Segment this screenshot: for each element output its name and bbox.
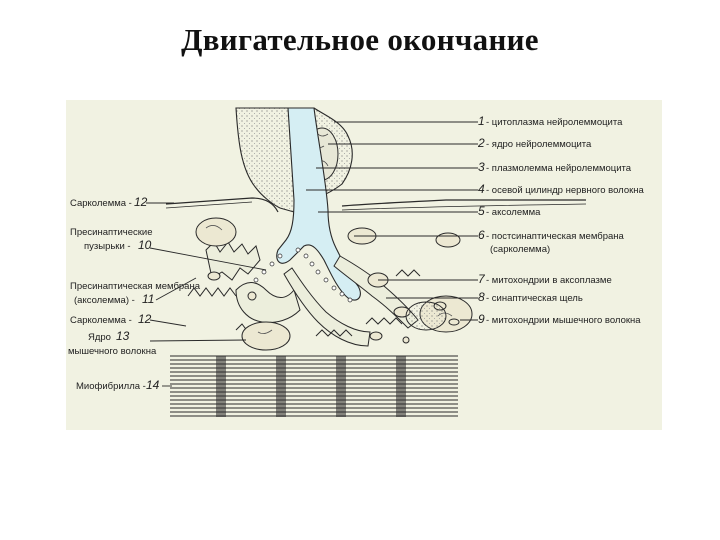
page-title: Двигательное окончание	[181, 22, 539, 57]
myofibril-bands	[216, 356, 406, 417]
label-9-text: - митохондрии мышечного волокна	[486, 315, 641, 326]
label-5-text: - аксолемма	[486, 207, 541, 218]
label-13-number: 13	[116, 329, 130, 343]
label-7-text: - митохондрии в аксоплазме	[486, 275, 612, 286]
label-12a-text: Сарколемма -	[70, 198, 132, 209]
label-13-text2: мышечного волокна	[68, 346, 157, 357]
label-13-text: Ядро	[88, 332, 111, 343]
label-4-text: - осевой цилиндр нервного волокна	[486, 185, 645, 196]
label-12b-text: Сарколемма -	[70, 315, 132, 326]
label-12a-number: 12	[134, 195, 148, 209]
label-2-number: 2	[477, 136, 485, 150]
label-10-text: Пресинаптические	[70, 227, 153, 238]
synaptic-folds	[205, 241, 419, 347]
right-labels: 1 - цитоплазма нейролеммоцита 2 - ядро н…	[477, 114, 645, 326]
label-11-text2: (аксолемма) -	[74, 295, 135, 306]
label-11-text: Пресинаптическая мембрана	[70, 281, 201, 292]
label-1-number: 1	[478, 114, 485, 128]
right-leader-lines	[306, 121, 478, 321]
myofibrils	[170, 355, 458, 417]
label-6-extra: (сарколемма)	[490, 244, 550, 255]
label-2-text: - ядро нейролеммоцита	[486, 139, 592, 150]
label-11-number: 11	[142, 292, 154, 306]
label-8-text: - синаптическая щель	[486, 293, 583, 304]
neuromuscular-junction-figure: 1 - цитоплазма нейролеммоцита 2 - ядро н…	[66, 100, 662, 430]
label-5-number: 5	[478, 204, 485, 218]
label-1-text: - цитоплазма нейролеммоцита	[486, 117, 623, 128]
label-4-number: 4	[478, 182, 485, 196]
muscle-nucleus	[405, 301, 447, 331]
left-leader-lines	[146, 202, 267, 387]
label-12b-number: 12	[138, 312, 152, 326]
label-3-text: - плазмолемма нейролеммоцита	[486, 163, 632, 174]
synaptic-vesicles	[253, 247, 353, 303]
label-7-number: 7	[478, 272, 486, 286]
left-labels: Сарколемма - 12 Пресинаптические пузырьк…	[68, 195, 201, 392]
label-14-text: Миофибрилла -	[76, 381, 146, 392]
label-3-number: 3	[478, 160, 485, 174]
sarcolemma-upper	[165, 197, 586, 213]
label-6-number: 6	[478, 228, 485, 242]
label-10-text2: пузырьки -	[84, 241, 131, 252]
label-8-number: 8	[478, 290, 485, 304]
label-9-number: 9	[478, 312, 485, 326]
label-10-number: 10	[138, 238, 152, 252]
label-6-text: - постсинаптическая мембрана	[486, 231, 625, 242]
label-14-number: 14	[146, 378, 160, 392]
